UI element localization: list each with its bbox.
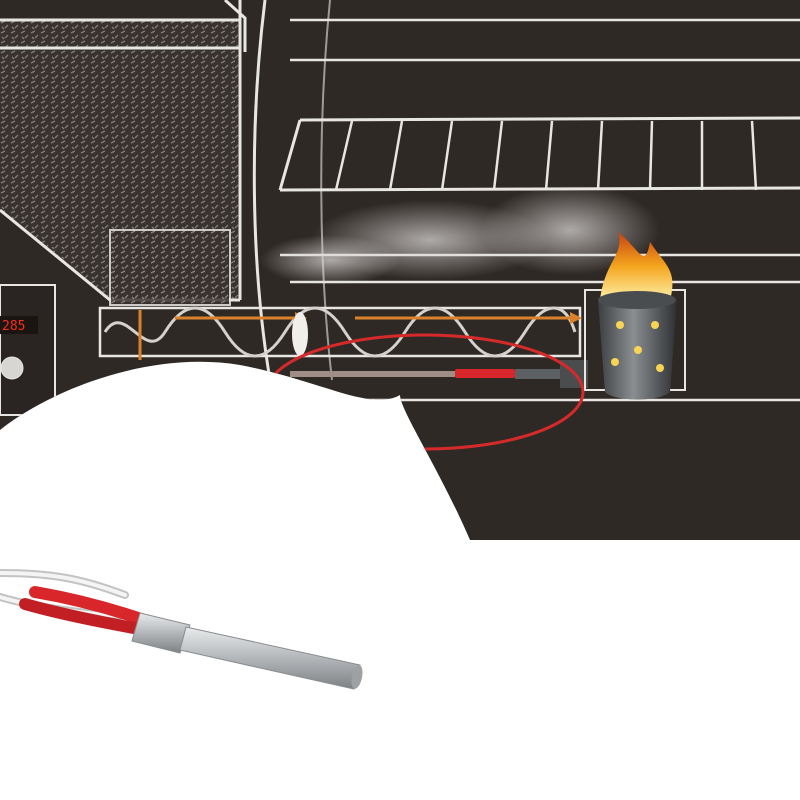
fire-pot-icon [584, 232, 686, 400]
control-panel: 285 [0, 284, 56, 416]
grill-diagram-background: 285 [0, 0, 800, 540]
hot-rod-igniter-icon [0, 569, 363, 690]
temperature-display: 285 [2, 319, 25, 334]
control-knob-icon [0, 356, 24, 380]
auger-screw-icon [98, 306, 582, 360]
